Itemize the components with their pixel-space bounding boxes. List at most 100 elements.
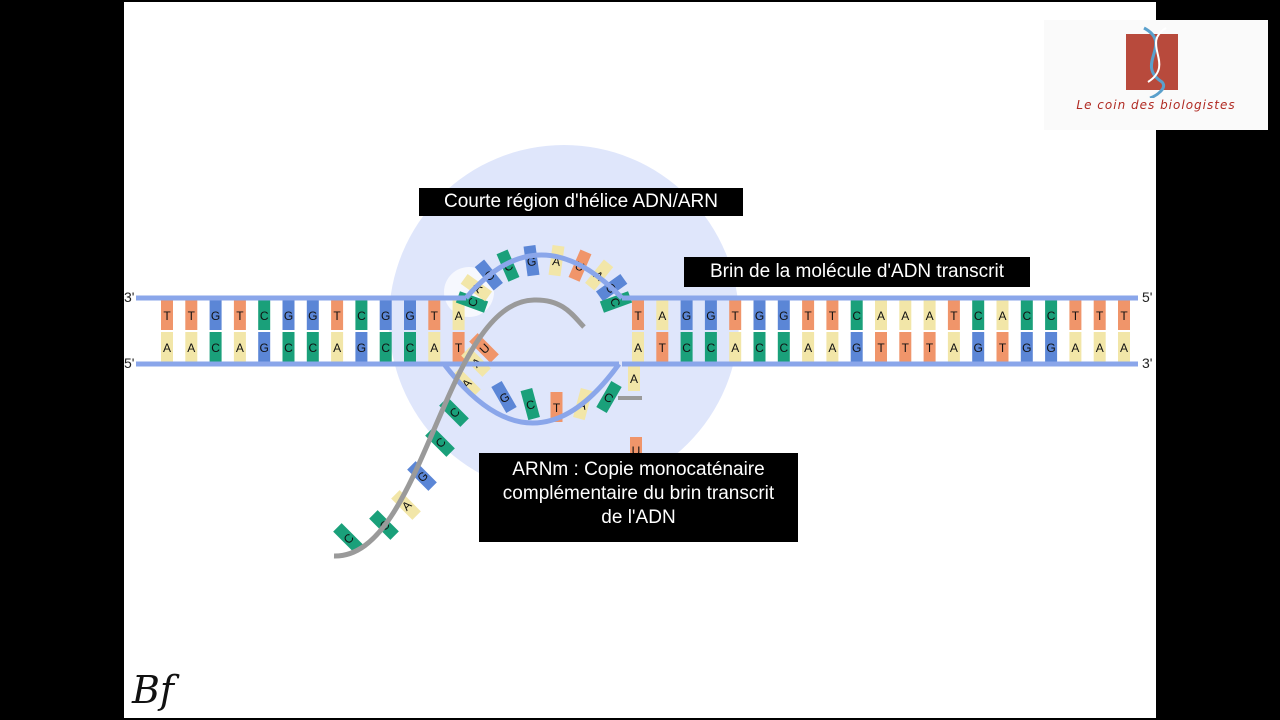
base-template-right: G [777, 300, 790, 330]
base-letter: C [1047, 309, 1056, 323]
base-coding-right: A [632, 332, 644, 362]
base-coding-bubble: G [491, 381, 517, 413]
base-coding-right: T [923, 332, 936, 362]
base-letter: A [877, 309, 885, 323]
base-coding-right: G [1045, 332, 1058, 362]
base-letter: C [308, 341, 317, 355]
base-template-right: C [1045, 300, 1058, 330]
base-coding-right: A [1069, 332, 1082, 362]
base-letter: A [926, 309, 934, 323]
hybrid-helix-label: Courte région d'hélice ADN/ARN [419, 188, 743, 216]
base-letter: T [659, 341, 667, 355]
base-letter: C [779, 341, 788, 355]
base-letter: A [828, 341, 836, 355]
base-letter: C [525, 397, 537, 413]
template-strand-upper-bubble [464, 252, 624, 300]
strand-end-bottom-left: 5' [124, 355, 135, 371]
logo-text: Le coin des biologistes [1076, 98, 1236, 112]
base-letter: T [877, 341, 885, 355]
base-letter: T [236, 309, 244, 323]
base-letter: A [455, 309, 463, 323]
base-coding-right: A [729, 332, 742, 362]
base-template-right: T [1093, 300, 1106, 330]
base-letter: G [381, 309, 390, 323]
transcription-diagram: TATAGCTACGGCGCTACGGCGCTAATTAATGCGCTAGCGC… [136, 145, 1138, 559]
base-template-right: T [826, 300, 839, 330]
signature: Bf [132, 668, 174, 712]
base-letter: C [707, 341, 716, 355]
base-letter: T [455, 341, 463, 355]
base-letter: T [1072, 309, 1080, 323]
base-letter: G [755, 309, 764, 323]
base-coding-right: T [899, 332, 912, 362]
base-letter: A [551, 254, 561, 269]
mrna-label-line-3: de l'ADN [601, 507, 676, 528]
strand-end-top-left: 3' [124, 289, 135, 305]
base-letter: C [381, 341, 390, 355]
base-letter: A [901, 309, 909, 323]
base-coding-bubble: C [596, 381, 622, 413]
base-coding-right: T [656, 332, 669, 362]
base-coding-left: A [185, 332, 198, 362]
base-letter: C [284, 341, 293, 355]
base-coding-right: T [875, 332, 887, 362]
dna-logo-icon [1126, 26, 1178, 100]
base-letter: G [405, 309, 414, 323]
base-coding-left: G [355, 332, 368, 362]
base-letter: C [682, 341, 691, 355]
base-letter: A [236, 341, 244, 355]
base-letter: C [406, 341, 415, 355]
base-coding-right: C [777, 332, 790, 362]
base-letter: G [706, 309, 715, 323]
base-letter: C [357, 309, 366, 323]
base-letter: G [308, 309, 317, 323]
base-letter: A [333, 341, 341, 355]
base-template-left: A [452, 300, 465, 330]
mrna-label: ARNm : Copie monocaténaire complémentair… [479, 453, 798, 542]
base-template-left: G [404, 300, 416, 330]
base-letter: A [1096, 341, 1104, 355]
base-coding-left: A [233, 332, 246, 362]
base-letter: A [634, 341, 642, 355]
transcription-bubble-background [389, 145, 739, 495]
base-letter: A [187, 341, 195, 355]
base-letter: A [163, 341, 171, 355]
base-letter: A [998, 309, 1006, 323]
base-coding-right: G [1020, 332, 1033, 362]
base-template-right: T [729, 300, 742, 330]
base-coding-left: C [209, 332, 222, 362]
base-letter: T [1120, 309, 1128, 323]
base-template-left: C [355, 300, 368, 330]
base-letter: G [526, 254, 537, 269]
base-letter: C [260, 309, 269, 323]
mrna-label-line-2: complémentaire du brin transcrit [502, 483, 775, 504]
base-letter: C [1022, 309, 1031, 323]
base-template-right: A [996, 300, 1009, 330]
base-letter: G [852, 341, 861, 355]
base-letter: C [852, 309, 861, 323]
base-coding-left: A [161, 332, 173, 362]
base-template-left: G [282, 300, 295, 330]
base-letter: C [755, 341, 764, 355]
base-template-right: A [923, 300, 936, 330]
base-letter: T [431, 309, 439, 323]
base-template-left: G [209, 300, 222, 330]
base-template-right: A [899, 300, 912, 330]
base-template-left: T [331, 300, 344, 330]
base-template-right: T [1118, 300, 1130, 330]
base-letter: T [902, 341, 910, 355]
base-template-left: G [306, 300, 319, 330]
base-letter: T [829, 309, 837, 323]
base-letter: T [1096, 309, 1104, 323]
base-letter: T [926, 341, 934, 355]
base-letter: T [732, 309, 740, 323]
base-letter: T [804, 309, 812, 323]
base-template-right: T [802, 300, 815, 330]
base-coding-bubble: C [520, 388, 540, 421]
base-letter: A [1120, 341, 1128, 355]
strand-end-bottom-right: 3' [1142, 355, 1153, 371]
base-coding-right: C [680, 332, 693, 362]
base-letter: A [950, 341, 958, 355]
strand-end-top-right: 5' [1142, 289, 1153, 305]
